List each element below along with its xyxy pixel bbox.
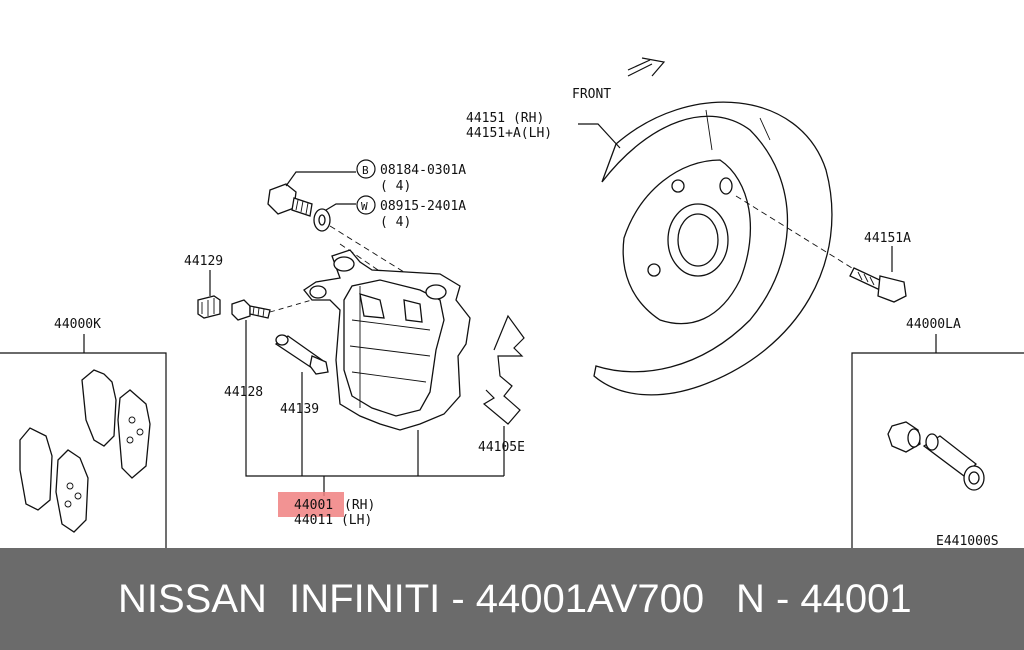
washer-w-qty-label: ( 4) [380, 215, 411, 230]
dashed-line-shield-bolt [735, 195, 853, 269]
pin-label: 44139 [280, 402, 319, 417]
boot [197, 295, 221, 319]
slide-pin [274, 334, 329, 375]
leader-washer-w [325, 203, 356, 211]
pad-kit-box [0, 352, 167, 548]
dashed-line-bolt [329, 225, 421, 283]
spring-label: 44105E [478, 440, 525, 455]
mounting-bolt [267, 183, 313, 217]
front-arrow-icon [627, 57, 666, 77]
leader-shield [578, 123, 621, 149]
boot-label: 44129 [184, 254, 223, 269]
brake-pads [19, 369, 151, 533]
marker-b-icon: B [356, 159, 376, 179]
washer-w-part-label: 08915-2401A [380, 199, 466, 214]
caliper-rh-number: 44001 [294, 498, 333, 513]
part-number-footer: NISSAN INFINITI - 44001AV700 N - 44001 [0, 548, 1024, 650]
footer-brand-part: NISSAN INFINITI - 44001AV700 [118, 576, 705, 621]
caliper-rh-side: (RH) [344, 498, 375, 513]
pad-kit-label: 44000K [54, 317, 101, 332]
bleeder-screw [231, 299, 271, 321]
leader-bolt-b [285, 171, 356, 187]
parts-diagram: FRONT 44151 (RH) 44151+A(LH) 44151A B [0, 57, 1024, 548]
brake-caliper [303, 249, 471, 431]
bolt-b-part-label: 08184-0301A [380, 163, 466, 178]
pin-kit-box [851, 352, 1024, 548]
washer [313, 208, 331, 232]
shield-bolt-label: 44151A [864, 231, 911, 246]
bleeder-label: 44128 [224, 385, 263, 400]
marker-w-icon: W [356, 195, 376, 215]
dust-shield [593, 101, 833, 396]
caliper-lh-label: 44011 (LH) [294, 513, 372, 528]
shield-rh-label: 44151 (RH) [466, 111, 544, 126]
leader-caliper-tree [245, 320, 504, 496]
footer-short-part: N - 44001 [736, 576, 912, 621]
bolt-b-marker: B [362, 164, 369, 177]
dashed-line-bleeder [269, 299, 313, 313]
front-label: FRONT [572, 87, 611, 102]
washer-w-marker: W [361, 200, 368, 213]
bolt-b-qty-label: ( 4) [380, 179, 411, 194]
shield-bolt [849, 267, 907, 303]
retaining-spring [482, 314, 525, 425]
caliper-highlight [278, 492, 344, 517]
figure-code-label: E441000S [936, 534, 999, 548]
pin-kit-parts [887, 421, 985, 491]
shield-lh-label: 44151+A(LH) [466, 126, 552, 141]
pin-kit-label: 44000LA [906, 317, 961, 332]
